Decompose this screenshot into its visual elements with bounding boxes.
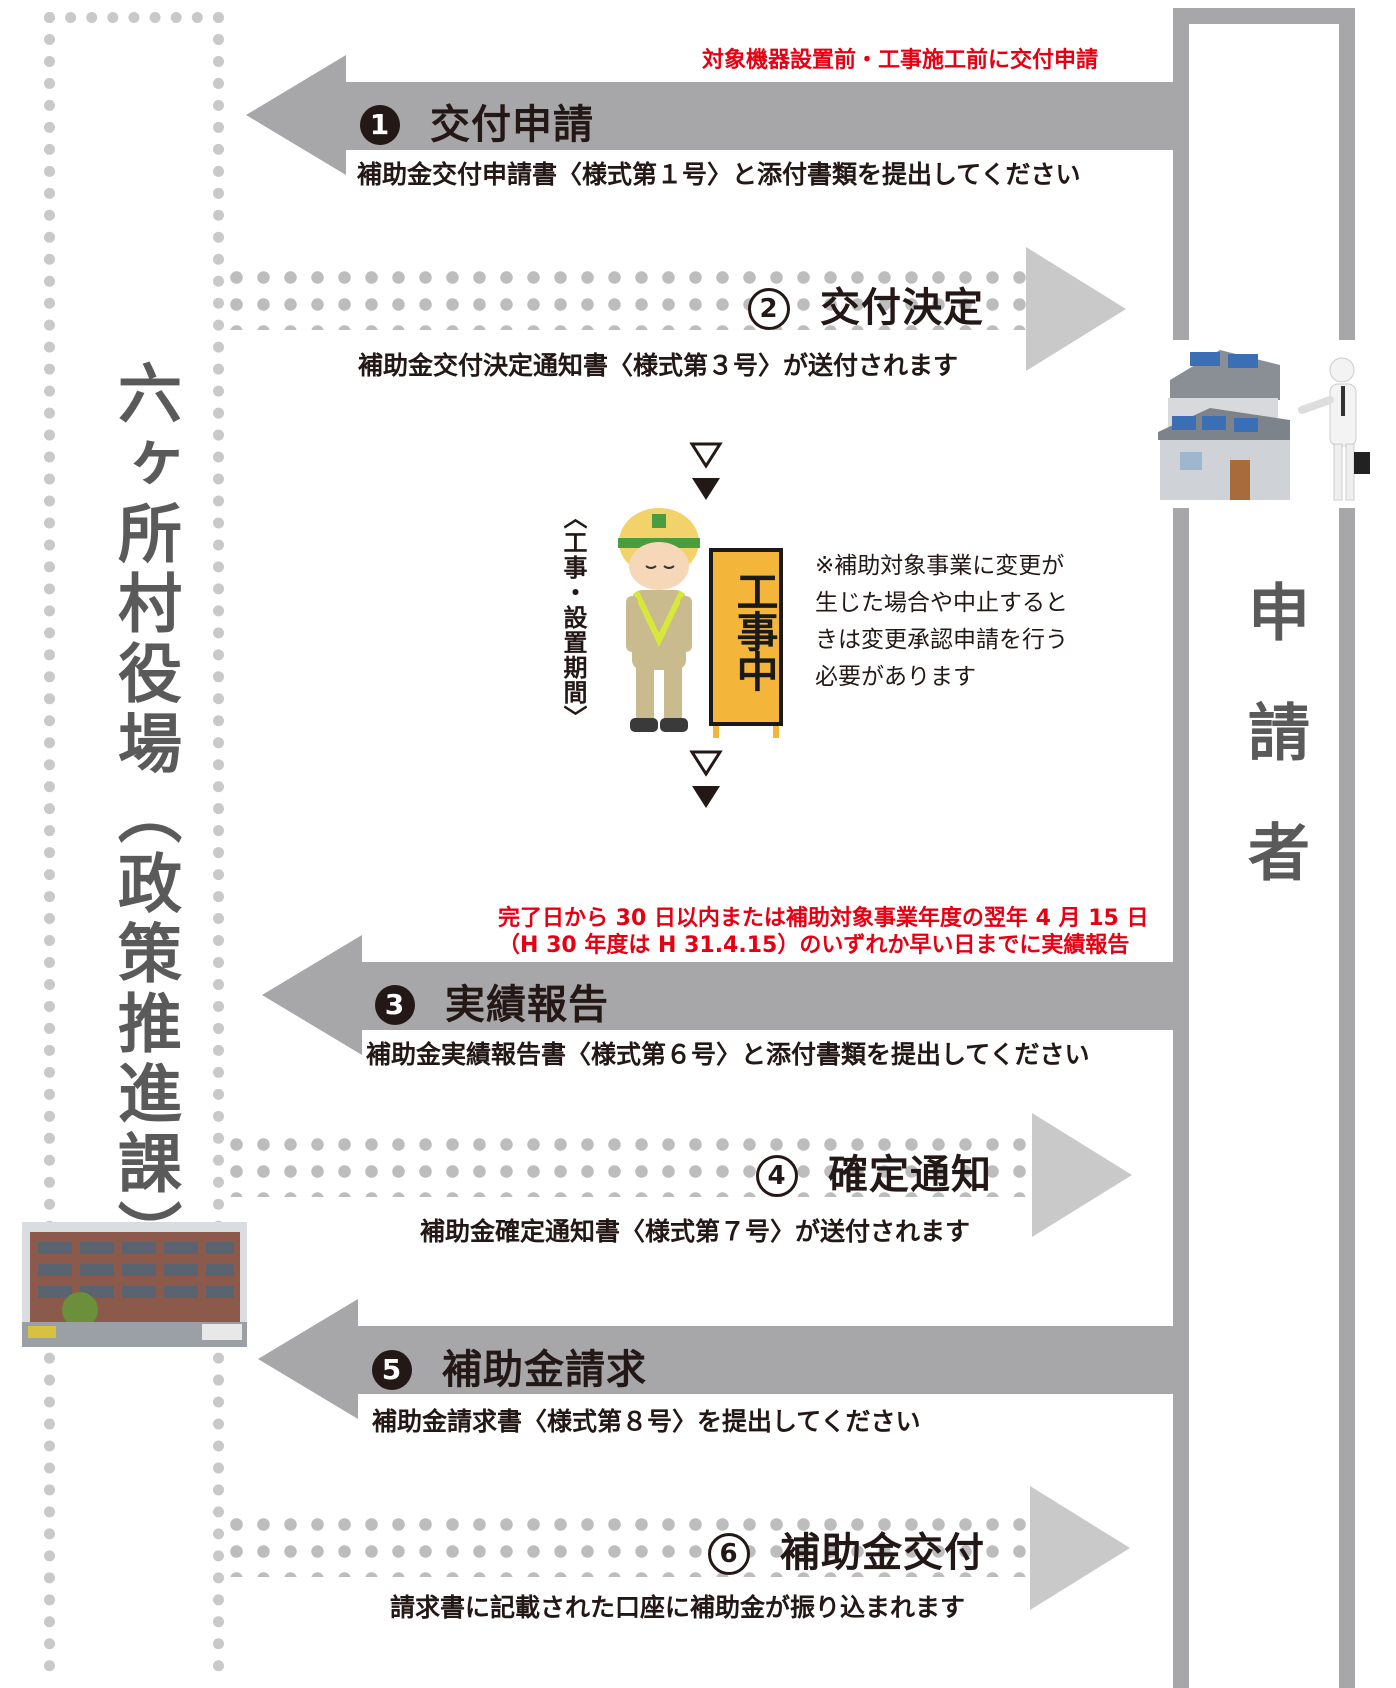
construction-worker-icon	[618, 508, 700, 732]
step6-number-icon: 6	[708, 1533, 750, 1575]
step3-note: 完了日から 30 日以内または補助対象事業年度の翌年 4 月 15 日 （H 3…	[498, 906, 1149, 958]
construction-period-label: 〈工事・設置期間〉	[559, 505, 587, 730]
step6-arrowhead	[1030, 1486, 1130, 1610]
down-arrows-bottom	[689, 750, 723, 808]
step4-dotted-arrow	[223, 1131, 1033, 1197]
step1-note: 対象機器設置前・工事施工前に交付申請	[702, 48, 1099, 73]
step5-description: 補助金請求書〈様式第８号〉を提出してください	[372, 1407, 921, 1436]
sign-leg-right	[773, 726, 779, 738]
step4-arrowhead	[1032, 1113, 1132, 1237]
step6-description: 請求書に記載された口座に補助金が振り込まれます	[390, 1593, 966, 1622]
house-with-solar-panels-image	[1150, 340, 1376, 508]
step3-description: 補助金実績報告書〈様式第６号〉と添付書類を提出してください	[366, 1040, 1090, 1069]
step4-description: 補助金確定通知書〈様式第７号〉が送付されます	[420, 1217, 971, 1246]
under-construction-sign: 工事中	[709, 548, 783, 726]
step2-description: 補助金交付決定通知書〈様式第３号〉が送付されます	[358, 351, 959, 380]
step2-arrowhead	[1026, 247, 1126, 371]
applicant-title: 申請者	[1237, 580, 1310, 940]
step1-description: 補助金交付申請書〈様式第１号〉と添付書類を提出してください	[357, 160, 1081, 189]
sign-text: 工事中	[730, 570, 779, 690]
down-arrows-top	[689, 442, 723, 500]
step2-number-icon: 2	[748, 288, 790, 330]
municipal-office-frame	[44, 12, 224, 1672]
step5-number-icon: 5	[372, 1350, 412, 1390]
step2-dotted-arrow	[223, 264, 1028, 330]
office-building-image	[22, 1222, 247, 1347]
municipal-office-title: 六ヶ所村役場（政策推進課）	[107, 360, 181, 1270]
change-approval-note: ※補助対象事業に変更が 生じた場合や中止すると きは変更承認申請を行う 必要があ…	[815, 553, 1068, 690]
sign-leg-left	[713, 726, 719, 738]
step1-number-icon: 1	[360, 105, 400, 145]
step4-number-icon: 4	[756, 1155, 798, 1197]
step6-dotted-arrow	[223, 1511, 1028, 1577]
step3-number-icon: 3	[375, 985, 415, 1025]
